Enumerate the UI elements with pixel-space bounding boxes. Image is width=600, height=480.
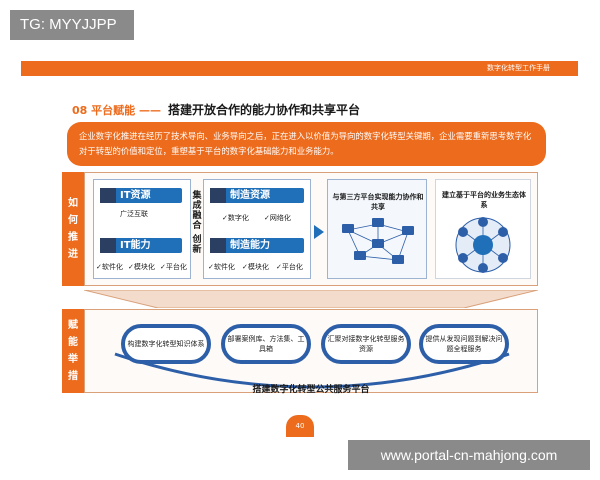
label-char: 赋 xyxy=(68,320,78,331)
section-number-title: 08 平台赋能 —— xyxy=(72,104,161,117)
arrow-right-icon xyxy=(314,225,324,239)
label-char: 进 xyxy=(68,249,78,260)
integration-char: 创 xyxy=(192,235,202,245)
label-char: 举 xyxy=(68,354,78,365)
gear-icon xyxy=(210,188,226,203)
label-char: 推 xyxy=(68,232,78,243)
third-party-caption: 与第三方平台实现能力协作和共享 xyxy=(332,193,424,211)
integration-char: 成 xyxy=(192,201,202,211)
it-block: IT资源 广泛互联 IT能力 ✓软件化 ✓模块化 ✓平台化 xyxy=(93,179,191,279)
network-illustration xyxy=(342,218,414,264)
mfg-tag: ✓数字化 xyxy=(222,214,249,222)
computer-icon xyxy=(100,238,116,253)
mfg-tag: ✓模块化 xyxy=(242,263,269,271)
it-ability-pill: IT能力 xyxy=(100,238,182,253)
header-band: 数字化转型工作手册 xyxy=(21,61,578,76)
measure-item: 汇聚对接数字化转型服务资源 xyxy=(321,324,411,364)
it-tag: ✓平台化 xyxy=(160,263,187,271)
mfg-tag: ✓平台化 xyxy=(276,263,303,271)
page-number: 40 xyxy=(286,415,314,437)
label-char: 何 xyxy=(68,215,78,226)
ecosystem-caption: 建立基于平台的业务生态体系 xyxy=(442,191,526,209)
it-tag: ✓模块化 xyxy=(128,263,155,271)
integration-text-top: 集 成 融 合 xyxy=(191,191,203,231)
it-resource-desc: 广泛互联 xyxy=(120,210,148,218)
label-char: 如 xyxy=(68,198,78,209)
mfg-resource-pill: 制造资源 xyxy=(210,188,304,203)
integration-char: 新 xyxy=(192,245,202,255)
measure-item: 部署案例库、方法集、工具箱 xyxy=(221,324,311,364)
integration-text-bottom: 创 新 xyxy=(191,235,203,255)
platform-base-label: 搭建数字化转型公共服务平台 xyxy=(252,385,370,395)
label-empower: 赋 能 举 措 xyxy=(62,309,84,393)
section-subtitle: 搭建开放合作的能力协作和共享平台 xyxy=(168,103,361,117)
integration-char: 集 xyxy=(192,191,202,201)
mfg-ability-pill: 制造能力 xyxy=(210,238,304,253)
integration-char: 融 xyxy=(192,211,202,221)
intro-box: 企业数字化推进在经历了技术导向、业务导向之后，正在进入以价值为导向的数字化转型关… xyxy=(67,122,546,166)
label-how-to-push: 如 何 推 进 xyxy=(62,172,84,286)
mfg-resource-title: 制造资源 xyxy=(230,190,270,201)
header-band-text: 数字化转型工作手册 xyxy=(487,64,550,72)
server-icon xyxy=(100,188,116,203)
ecosystem-block: 建立基于平台的业务生态体系 xyxy=(435,179,531,279)
label-char: 措 xyxy=(68,371,78,382)
mfg-ability-title: 制造能力 xyxy=(230,240,270,251)
it-resource-title: IT资源 xyxy=(120,190,151,201)
it-ability-title: IT能力 xyxy=(120,240,151,251)
mfg-tag: ✓软件化 xyxy=(208,263,235,271)
empower-panel: 构建数字化转型知识体系 部署案例库、方法集、工具箱 汇聚对接数字化转型服务资源 … xyxy=(84,309,538,395)
promotion-panel: IT资源 广泛互联 IT能力 ✓软件化 ✓模块化 ✓平台化 集 成 融 合 创 … xyxy=(84,172,538,286)
watermark-top: TG: MYYJJPP xyxy=(10,10,134,40)
ecosystem-illustration xyxy=(455,217,511,273)
it-resource-pill: IT资源 xyxy=(100,188,182,203)
manufacturing-block: 制造资源 ✓数字化 ✓网络化 制造能力 ✓软件化 ✓模块化 ✓平台化 xyxy=(203,179,311,279)
mfg-tag: ✓网络化 xyxy=(264,214,291,222)
robot-arm-icon xyxy=(210,238,226,253)
measure-item: 提供从发现问题到解决问题全程服务 xyxy=(419,324,509,364)
label-char: 能 xyxy=(68,337,78,348)
integration-char: 合 xyxy=(192,221,202,231)
third-party-block: 与第三方平台实现能力协作和共享 xyxy=(327,179,427,279)
platform-arc xyxy=(114,352,510,389)
connector-trapezoid xyxy=(84,290,538,308)
measure-item: 构建数字化转型知识体系 xyxy=(121,324,211,364)
watermark-bottom: www.portal-cn-mahjong.com xyxy=(348,440,590,470)
it-tag: ✓软件化 xyxy=(96,263,123,271)
